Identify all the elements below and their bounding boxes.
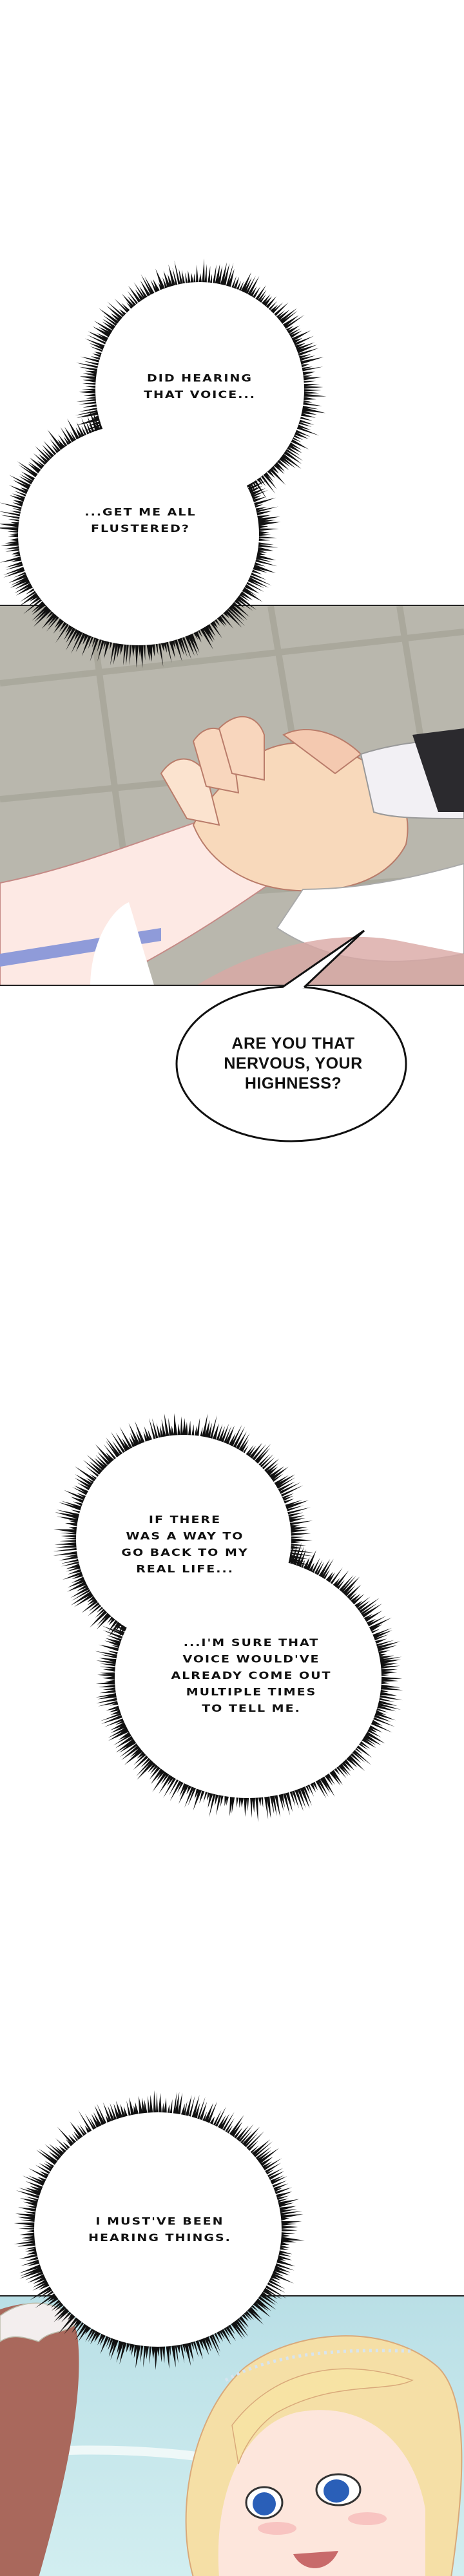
hands-illustration (0, 606, 464, 985)
girl-illustration (0, 2297, 464, 2576)
panel-blonde-girl (0, 2295, 464, 2576)
burst1-text-2: ...GET ME ALL FLUSTERED? (84, 506, 197, 535)
burst2-text-1: IF THERE WAS A WAY TO GO BACK TO MY REAL… (121, 1513, 249, 1575)
burst3-text: I MUST'VE BEEN HEARING THINGS. (88, 2215, 231, 2244)
burst2-text-2: ...I'M SURE THAT VOICE WOULD'VE ALREADY … (171, 1636, 332, 1715)
burst1-text-1: DID HEARING THAT VOICE... (144, 372, 256, 401)
speech1-text: ARE YOU THAT NERVOUS, YOUR HIGHNESS? (224, 1034, 363, 1093)
burst2-balloon (52, 1413, 403, 1823)
panel-holding-hands (0, 605, 464, 986)
